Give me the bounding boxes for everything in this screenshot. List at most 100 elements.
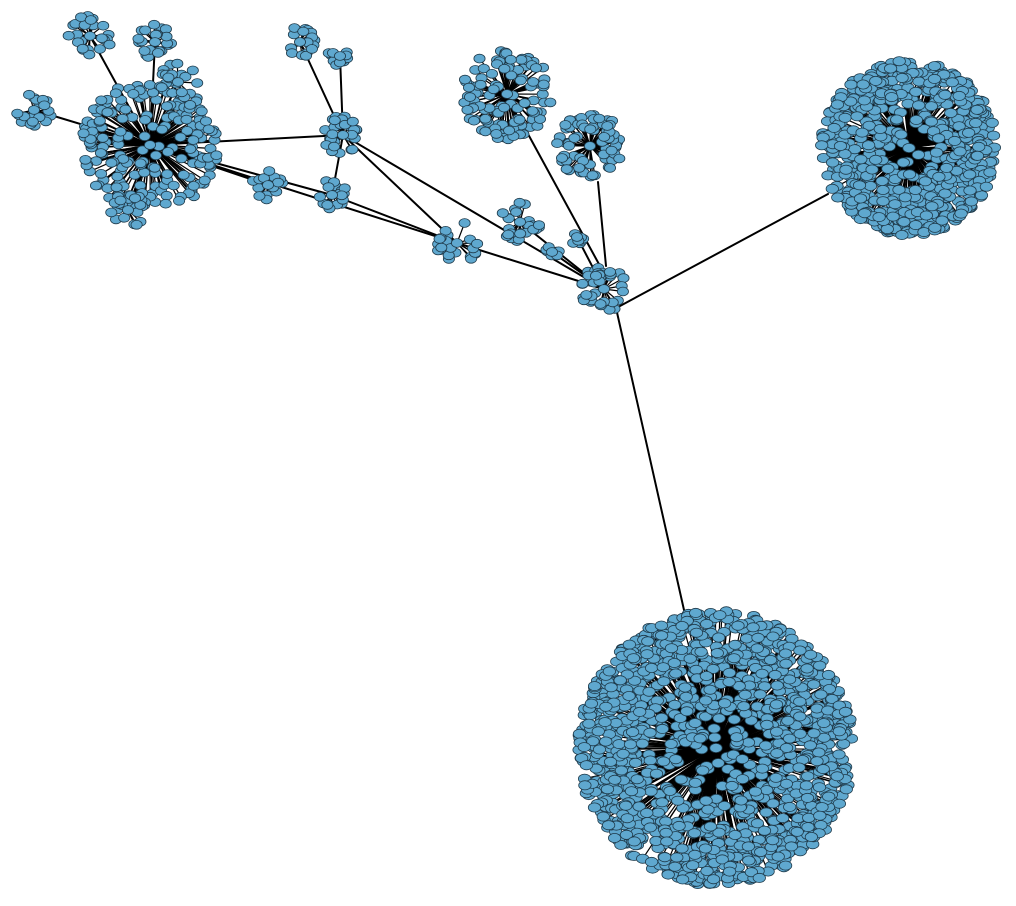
graph-node <box>84 134 97 144</box>
graph-node <box>938 89 952 100</box>
graph-node <box>655 723 670 734</box>
graph-node <box>722 667 737 678</box>
graph-node <box>839 784 853 795</box>
hub-node <box>584 141 597 151</box>
graph-node <box>675 874 690 885</box>
graph-node <box>624 786 639 797</box>
graph-node <box>671 795 685 806</box>
edge-hub-central-to-cluster-top-middle <box>527 133 601 267</box>
graph-node <box>803 649 818 660</box>
graph-node <box>727 714 741 725</box>
graph-node <box>623 739 638 750</box>
graph-node <box>177 170 190 180</box>
graph-node <box>793 645 807 656</box>
graph-node <box>683 653 697 664</box>
graph-node <box>888 199 902 210</box>
graph-node <box>954 208 968 219</box>
graph-node <box>173 196 186 206</box>
graph-node <box>898 192 912 203</box>
graph-node <box>703 821 718 832</box>
graph-node <box>832 798 847 809</box>
graph-node <box>813 810 827 821</box>
graph-node <box>514 75 527 86</box>
graph-node <box>713 610 727 621</box>
graph-node <box>674 774 688 785</box>
graph-node <box>661 869 675 880</box>
graph-node <box>109 88 122 98</box>
graph-node <box>881 163 895 174</box>
graph-node <box>807 679 821 690</box>
graph-node <box>672 820 686 831</box>
graph-node <box>599 701 613 712</box>
graph-node <box>969 117 983 128</box>
graph-node <box>770 748 784 759</box>
graph-node <box>924 101 939 112</box>
graph-node <box>663 786 677 797</box>
graph-node <box>699 671 714 682</box>
cluster-lower-left <box>105 190 149 230</box>
graph-node <box>778 648 793 659</box>
graph-node <box>734 795 748 806</box>
graph-node <box>793 728 807 739</box>
graph-node <box>510 207 523 217</box>
hub-node <box>122 205 135 215</box>
graph-node <box>673 713 687 724</box>
graph-node <box>479 114 492 124</box>
graph-node <box>151 48 164 58</box>
graph-node <box>643 822 657 833</box>
graph-node <box>537 79 550 90</box>
graph-node <box>855 127 869 138</box>
graph-node <box>945 77 959 88</box>
graph-node <box>458 218 471 228</box>
graph-node <box>439 226 452 236</box>
graph-node <box>730 732 744 743</box>
graph-node <box>551 138 564 149</box>
graph-node <box>688 718 702 729</box>
graph-node <box>853 193 868 204</box>
graph-node <box>602 666 617 677</box>
graph-node <box>869 75 883 86</box>
graph-node <box>750 818 765 829</box>
graph-node <box>160 190 173 201</box>
graph-node <box>79 155 92 165</box>
graph-node <box>143 80 156 90</box>
graph-node <box>815 802 829 813</box>
graph-node <box>596 811 610 822</box>
graph-node <box>712 827 726 838</box>
graph-node <box>504 54 517 65</box>
graph-node <box>658 852 672 863</box>
graph-node <box>664 643 679 654</box>
graph-node <box>655 712 669 723</box>
graph-node <box>776 813 790 824</box>
graph-node <box>544 97 557 108</box>
graph-node <box>782 674 797 685</box>
graph-node <box>285 48 298 58</box>
graph-node <box>626 653 641 664</box>
graph-node <box>912 100 926 111</box>
graph-node <box>717 800 732 811</box>
graph-node <box>689 607 703 618</box>
graph-node <box>534 114 547 124</box>
graph-node <box>790 826 804 837</box>
graph-node <box>909 86 923 97</box>
graph-node <box>76 43 89 54</box>
graph-node <box>935 215 949 226</box>
graph-node <box>822 684 837 695</box>
graph-node <box>689 627 704 638</box>
graph-node <box>911 149 926 160</box>
hub-node <box>261 180 274 190</box>
graph-node <box>458 74 471 85</box>
graph-node <box>928 222 942 233</box>
graph-node <box>134 158 147 169</box>
edge-hub-central-to-cluster-bottom-large <box>615 307 685 611</box>
graph-node <box>514 228 527 239</box>
hub-central <box>576 262 630 315</box>
graph-node <box>668 861 682 872</box>
graph-node <box>23 89 36 100</box>
graph-node <box>601 121 614 131</box>
graph-node <box>184 144 197 154</box>
graph-node <box>883 63 898 74</box>
graph-node <box>838 706 853 717</box>
graph-node <box>605 145 618 156</box>
